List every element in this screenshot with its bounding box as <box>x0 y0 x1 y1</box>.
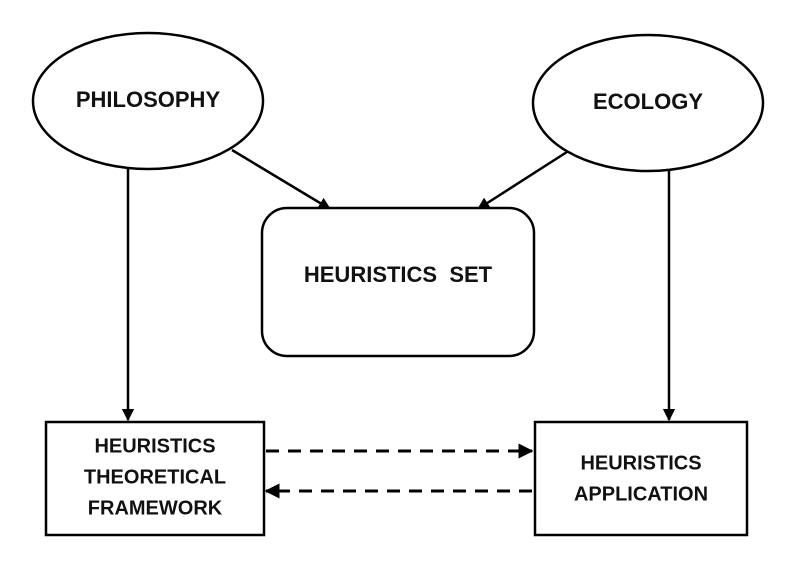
theoretical-framework-node: HEURISTICS THEORETICAL FRAMEWORK <box>44 420 266 537</box>
ecology-node: ECOLOGY <box>531 33 765 173</box>
ecology-label: ECOLOGY <box>593 89 703 114</box>
philosophy-node: PHILOSOPHY <box>31 31 265 171</box>
philosophy-label: PHILOSOPHY <box>76 87 221 112</box>
heuristics-set-node: HEURISTICS SET <box>260 206 536 358</box>
edge-philosophy-to-heuristics-set <box>231 148 332 211</box>
framework-line-1: HEURISTICS <box>94 435 215 457</box>
framework-line-2: THEORETICAL <box>84 466 226 488</box>
application-line-2: APPLICATION <box>574 483 708 505</box>
framework-line-3: FRAMEWORK <box>88 497 223 519</box>
edge-ecology-to-heuristics-set <box>476 148 571 211</box>
application-node: HEURISTICS APPLICATION <box>533 420 749 537</box>
heuristics-set-label: HEURISTICS SET <box>304 262 493 287</box>
application-line-1: HEURISTICS <box>580 452 701 474</box>
